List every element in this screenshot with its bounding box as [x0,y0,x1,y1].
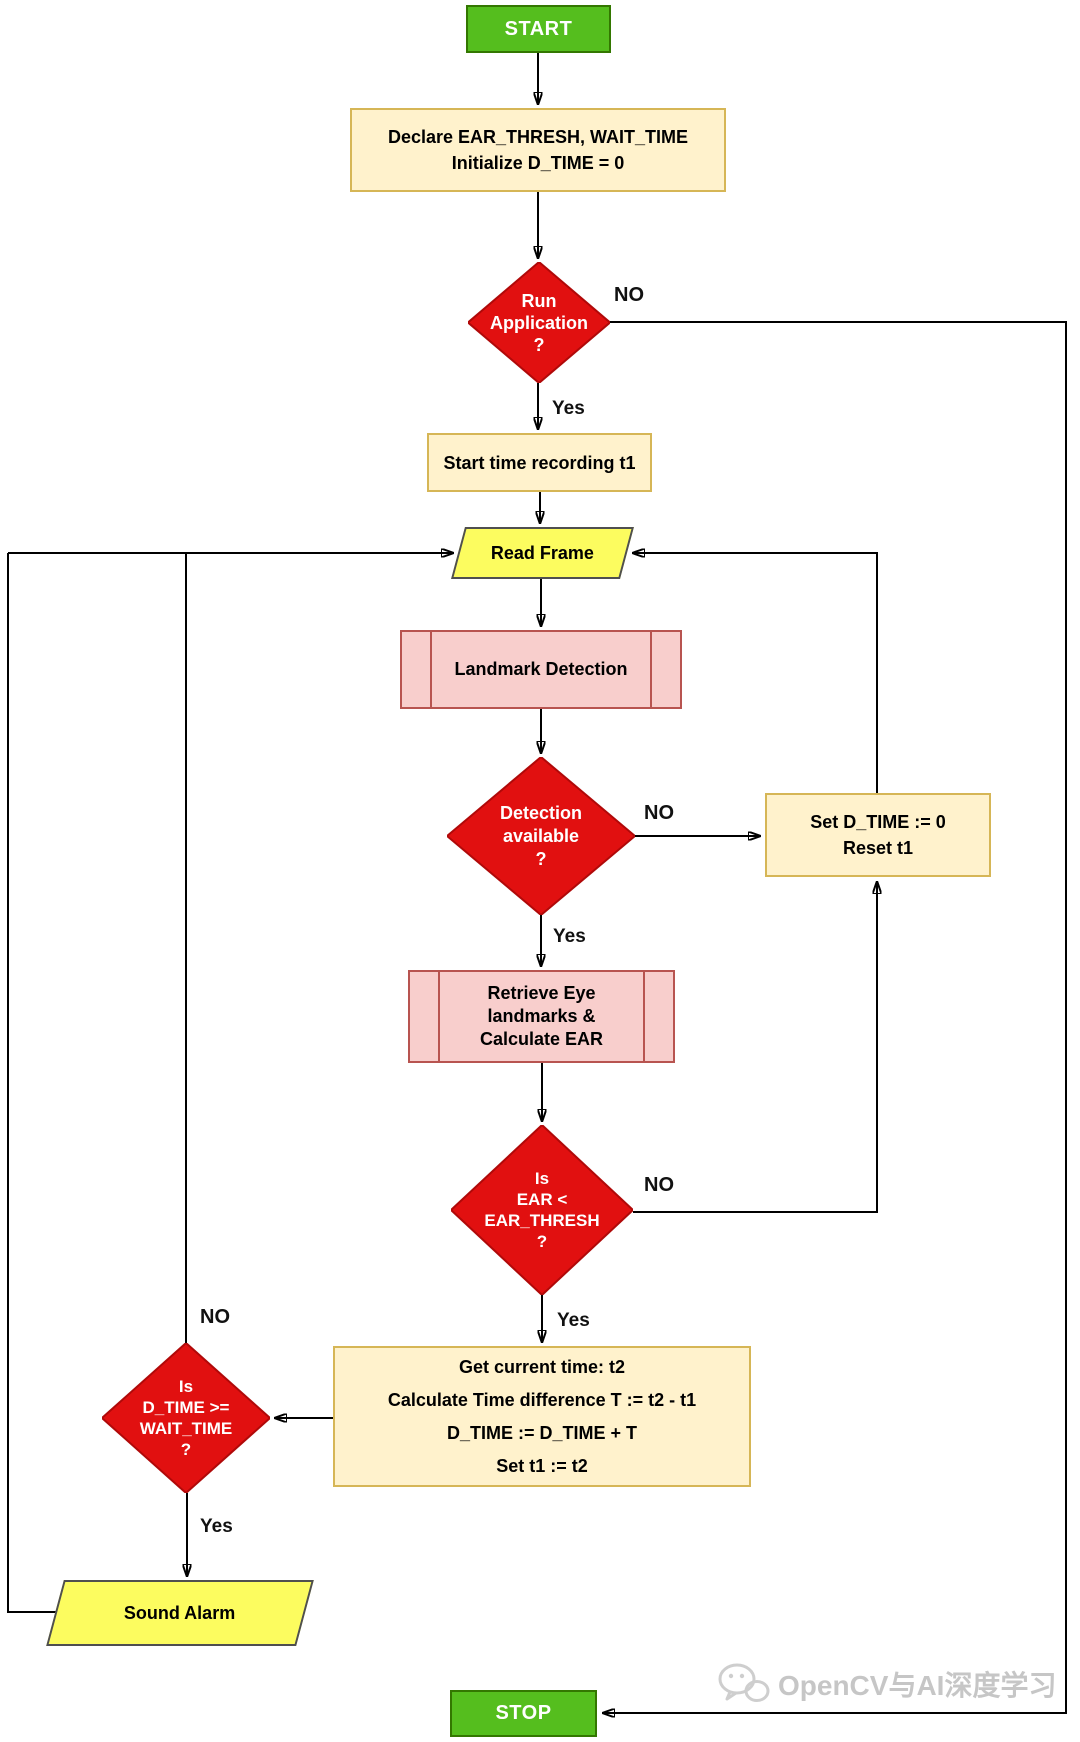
diamond-shape [102,1343,270,1493]
diamond-shape [447,757,635,915]
edge-label-run-no: NO [614,284,644,306]
read-frame-io: Read Frame [451,527,634,579]
sound-alarm-label: Sound Alarm [124,1602,236,1623]
start-terminal: START [466,5,611,53]
wechat-icon [718,1663,770,1702]
dtime-wait-label: Is D_TIME >= WAIT_TIME ? [139,1377,233,1459]
diamond-shape [468,262,610,383]
diamond-shape [451,1125,633,1295]
ear-threshold-label: Is EAR < EAR_THRESH ? [484,1169,600,1251]
edge-label-ear-yes: Yes [557,1310,590,1331]
stop-label: STOP [495,1702,552,1724]
calc-time-process: Get current time: t2 Calculate Time diff… [333,1346,751,1487]
detection-available-label: Detection available ? [499,802,582,869]
edge-soundalarm-loop [7,553,60,1613]
read-frame-label: Read Frame [490,542,595,563]
landmark-detection-label: Landmark Detection [454,659,628,679]
start-label: START [504,17,573,40]
set-dtime-label: Set D_TIME := 0 Reset t1 [810,812,946,858]
start-time-label: Start time recording t1 [443,452,636,473]
retrieve-eye-subroutine: Retrieve Eye landmarks & Calculate EAR [408,970,675,1063]
watermark: OpenCV与AI深度学习 [716,1662,1056,1706]
set-dtime-process: Set D_TIME := 0 Reset t1 [765,793,991,877]
watermark-text: OpenCV与AI深度学习 [778,1670,1057,1701]
sound-alarm-io: Sound Alarm [46,1580,314,1646]
edge-label-detection-yes: Yes [553,926,586,947]
declare-process: Declare EAR_THRESH, WAIT_TIME Initialize… [350,108,726,192]
run-application-decision: Run Application ? [468,262,610,383]
dtime-wait-decision: Is D_TIME >= WAIT_TIME ? [102,1343,270,1493]
stop-terminal: STOP [450,1690,597,1737]
landmark-detection-subroutine: Landmark Detection [400,630,682,709]
ear-threshold-decision: Is EAR < EAR_THRESH ? [451,1125,633,1295]
calc-time-label: Get current time: t2 Calculate Time diff… [387,1356,697,1476]
declare-label: Declare EAR_THRESH, WAIT_TIME Initialize… [387,127,689,173]
edge-label-dtime-yes: Yes [200,1516,233,1537]
start-time-process: Start time recording t1 [427,433,652,492]
run-application-label: Run Application ? [490,290,588,355]
edge-label-dtime-no: NO [200,1306,230,1328]
retrieve-eye-label: Retrieve Eye landmarks & Calculate EAR [479,983,604,1049]
edge-label-detection-no: NO [644,802,674,824]
edge-label-run-yes: Yes [552,398,585,419]
edge-label-ear-no: NO [644,1174,674,1196]
detection-available-decision: Detection available ? [447,757,635,915]
